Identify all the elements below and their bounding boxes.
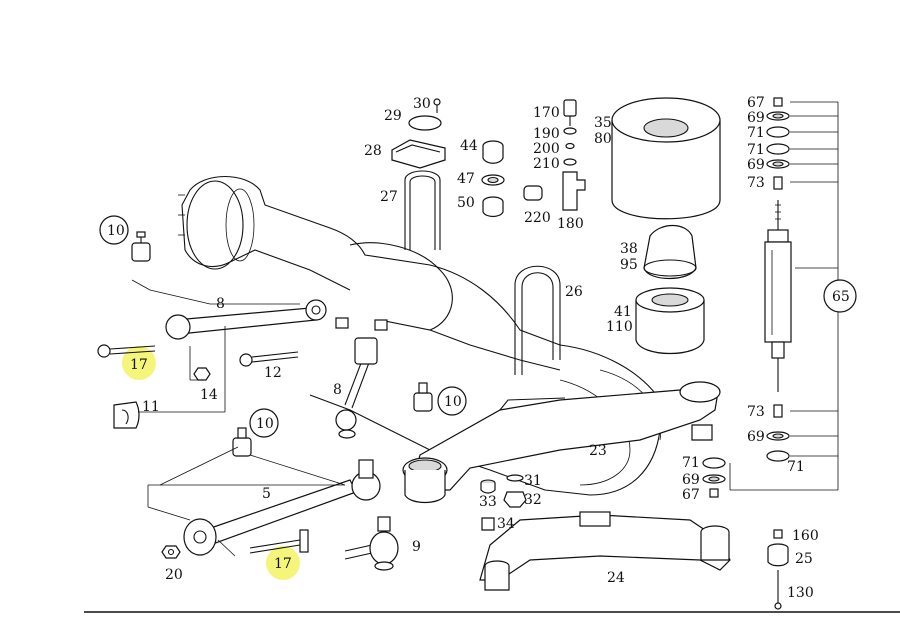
label-17-left: 17 [130,357,148,373]
bellows-41 [635,287,705,355]
label-170: 170 [533,105,560,121]
circle-10-bottom [249,408,279,438]
label-50: 50 [457,195,475,211]
bushing-10-bottom [232,427,346,486]
nut-14 [189,346,211,381]
label-44: 44 [460,138,478,154]
label-95: 95 [620,257,638,273]
circle-10-top [99,215,129,245]
bracket-11 [113,326,226,429]
label-25: 25 [795,551,813,567]
label-29: 29 [384,108,402,124]
label-200: 200 [533,141,560,157]
label-73-bottom: 73 [747,404,765,420]
axle-bracket-1 [335,317,349,329]
highlight-17-left [122,346,156,380]
label-11: 11 [142,399,160,415]
label-24: 24 [607,570,625,586]
cross-member-23 [402,381,721,504]
label-28: 28 [364,143,382,159]
bushing-stack [481,140,505,218]
shock-absorber [764,200,792,392]
label-33: 33 [479,494,497,510]
label-65: 65 [832,289,850,305]
label-27: 27 [380,189,398,205]
control-arm-8 [131,279,327,340]
label-69-top: 69 [747,110,765,126]
link-rod-8 [335,337,378,439]
bushing-10-top [131,231,151,262]
bump-stop-38 [643,224,697,279]
label-69-bottom: 69 [747,429,765,445]
label-32: 32 [524,492,542,508]
label-110: 110 [606,319,633,335]
label-10-mid: 10 [444,394,462,410]
label-160: 160 [792,528,819,544]
label-17-bottom: 17 [274,556,292,572]
air-spring-35 [611,97,721,220]
label-31: 31 [524,473,542,489]
plate-29 [408,115,442,131]
label-130: 130 [787,585,814,601]
label-38: 38 [620,241,638,257]
label-71-bottom: 71 [787,459,805,475]
label-30: 30 [413,96,431,112]
bolt-17-bottom [217,529,309,557]
label-67-top: 67 [747,95,765,111]
ball-joint-9 [344,516,399,571]
label-8-top: 8 [216,296,225,312]
control-arm-5 [147,459,381,556]
washer-stack-top [766,97,790,190]
cross-member-24 [479,511,731,591]
small-parts-31-34 [480,474,527,531]
label-80: 80 [594,131,612,147]
label-220: 220 [524,210,551,226]
label-10-bottom: 10 [256,416,274,432]
valve-group [523,99,586,211]
label-210: 210 [533,156,560,172]
washer-stack-bottom [702,404,790,498]
label-23: 23 [589,443,607,459]
label-69-top-2: 69 [747,157,765,173]
bushing-10-mid [413,382,433,412]
label-9: 9 [412,539,421,555]
bolt-12 [239,351,299,367]
label-190: 190 [533,126,560,142]
axle-bracket-2 [374,319,388,331]
label-47: 47 [457,171,475,187]
highlight-17-bottom [266,546,300,580]
u-bolt-group [391,98,446,250]
callout-labels: 30 29 28 27 44 47 50 170 190 200 210 220… [107,95,850,601]
label-34: 34 [497,516,515,532]
label-41: 41 [614,304,632,320]
bolt-17-left [97,344,156,358]
label-10-top: 10 [107,223,125,239]
label-69-left: 69 [682,472,700,488]
label-71-top-1: 71 [747,125,765,141]
label-8-mid: 8 [333,382,342,398]
label-73-top: 73 [747,175,765,191]
label-20: 20 [165,567,183,583]
label-26: 26 [565,284,583,300]
label-12: 12 [264,365,282,381]
u-bolt-26 [514,265,561,375]
label-14: 14 [200,387,218,403]
label-5: 5 [262,486,271,502]
u-bolt-27 [404,170,441,250]
nut-20 [161,545,181,559]
circle-10-mid [437,386,467,416]
label-71-left: 71 [682,455,700,471]
parts-160-25-130 [767,529,789,610]
circle-65 [823,279,857,313]
label-180: 180 [557,216,584,232]
label-35: 35 [594,115,612,131]
label-67-left: 67 [682,487,700,503]
label-71-top-2: 71 [747,142,765,158]
plate-28 [391,139,446,169]
